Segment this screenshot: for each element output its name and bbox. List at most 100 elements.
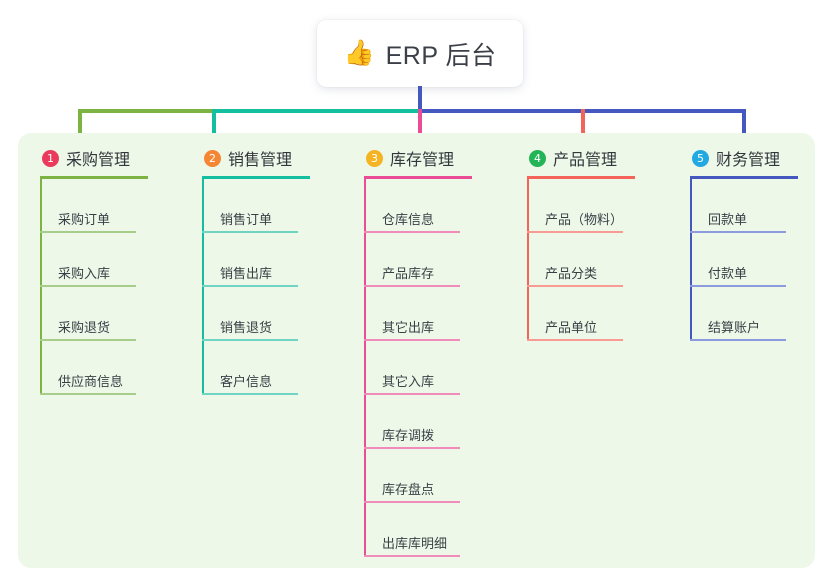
leaf-item[interactable]: 采购退货 <box>40 287 200 341</box>
branch-spine <box>40 179 42 395</box>
leaf-item-label: 采购订单 <box>58 212 111 227</box>
branch-drop-5 <box>742 109 746 145</box>
leaf-item-underline <box>527 231 623 233</box>
branch-number-badge: 3 <box>366 149 383 167</box>
leaf-item-underline <box>202 285 298 287</box>
leaf-item[interactable]: 销售退货 <box>202 287 362 341</box>
leaf-item-label: 仓库信息 <box>382 212 435 227</box>
leaf-item[interactable]: 其它入库 <box>364 341 524 395</box>
branch-number-badge: 2 <box>204 149 221 167</box>
leaf-item[interactable]: 库存调拨 <box>364 395 524 449</box>
branch-number-badge: 5 <box>692 149 709 167</box>
leaf-item-underline <box>527 285 623 287</box>
leaf-item-underline <box>202 339 298 341</box>
branch-drop-1 <box>78 109 82 145</box>
leaf-item-label: 产品库存 <box>382 266 435 281</box>
leaf-item-underline <box>364 393 460 395</box>
leaf-item[interactable]: 销售订单 <box>202 179 362 233</box>
leaf-item[interactable]: 仓库信息 <box>364 179 524 233</box>
leaf-item-underline <box>364 447 460 449</box>
leaf-item-underline <box>40 231 136 233</box>
branch-underline <box>527 176 635 179</box>
branch-title: 库存管理 <box>390 152 455 169</box>
branch-column-2: 2 销售管理销售订单销售出库销售退货客户信息 <box>202 145 362 395</box>
branch-underline <box>40 176 148 179</box>
leaf-item[interactable]: 采购订单 <box>40 179 200 233</box>
leaf-item-label: 其它出库 <box>382 320 435 335</box>
branch-number-badge: 4 <box>529 149 546 167</box>
leaf-item-underline <box>364 231 460 233</box>
branch-spine <box>364 179 366 557</box>
branch-leaf-list: 回款单付款单结算账户 <box>690 179 839 341</box>
branch-leaf-list: 产品（物料） 产品分类产品单位 <box>527 179 687 341</box>
leaf-item-underline <box>527 339 623 341</box>
root-stem-connector <box>418 86 422 112</box>
branch-column-4: 4 产品管理产品（物料） 产品分类产品单位 <box>527 145 687 341</box>
branch-spine <box>202 179 204 395</box>
branch-header-4[interactable]: 4 产品管理 <box>527 145 687 171</box>
leaf-item[interactable]: 付款单 <box>690 233 839 287</box>
branch-header-2[interactable]: 2 销售管理 <box>202 145 362 171</box>
leaf-item[interactable]: 回款单 <box>690 179 839 233</box>
root-node-title: ERP 后台 <box>385 41 497 70</box>
leaf-item-underline <box>364 501 460 503</box>
bus-segment-teal <box>212 109 420 113</box>
leaf-item-underline <box>690 285 786 287</box>
leaf-item-label: 产品分类 <box>545 266 598 281</box>
leaf-item[interactable]: 出库库明细 <box>364 503 524 557</box>
branch-spine <box>690 179 692 341</box>
leaf-item-underline <box>364 339 460 341</box>
branch-leaf-list: 采购订单采购入库采购退货供应商信息 <box>40 179 200 395</box>
branch-leaf-list: 仓库信息产品库存其它出库其它入库库存调拨库存盘点出库库明细 <box>364 179 524 557</box>
branch-title: 财务管理 <box>716 152 781 169</box>
branch-leaf-list: 销售订单销售出库销售退货客户信息 <box>202 179 362 395</box>
branch-header-1[interactable]: 1 采购管理 <box>40 145 200 171</box>
root-node[interactable]: 👍 ERP 后台 <box>317 20 523 87</box>
branch-header-5[interactable]: 5 财务管理 <box>690 145 839 171</box>
branch-drop-3 <box>418 109 422 145</box>
leaf-item[interactable]: 产品分类 <box>527 233 687 287</box>
leaf-item-underline <box>364 285 460 287</box>
leaf-item[interactable]: 采购入库 <box>40 233 200 287</box>
leaf-item-label: 供应商信息 <box>58 374 124 389</box>
bus-segment-green <box>78 109 214 113</box>
branch-header-3[interactable]: 3 库存管理 <box>364 145 524 171</box>
leaf-item-underline <box>364 555 460 557</box>
leaf-item-underline <box>202 393 298 395</box>
branch-underline <box>690 176 798 179</box>
leaf-item-label: 产品单位 <box>545 320 598 335</box>
branch-column-3: 3 库存管理仓库信息产品库存其它出库其它入库库存调拨库存盘点出库库明细 <box>364 145 524 557</box>
leaf-item-underline <box>40 393 136 395</box>
branch-column-1: 1 采购管理采购订单采购入库采购退货供应商信息 <box>40 145 200 395</box>
branch-title: 销售管理 <box>228 152 293 169</box>
branch-number-badge: 1 <box>42 149 59 167</box>
leaf-item-underline <box>202 231 298 233</box>
branch-drop-4 <box>581 109 585 145</box>
branch-underline <box>202 176 310 179</box>
branch-column-5: 5 财务管理回款单付款单结算账户 <box>690 145 839 341</box>
leaf-item-label: 其它入库 <box>382 374 435 389</box>
leaf-item-label: 销售订单 <box>220 212 273 227</box>
leaf-item[interactable]: 供应商信息 <box>40 341 200 395</box>
leaf-item[interactable]: 销售出库 <box>202 233 362 287</box>
leaf-item[interactable]: 结算账户 <box>690 287 839 341</box>
leaf-item-underline <box>40 339 136 341</box>
leaf-item-label: 采购入库 <box>58 266 111 281</box>
branch-underline <box>364 176 472 179</box>
leaf-item[interactable]: 产品（物料） <box>527 179 687 233</box>
leaf-item[interactable]: 客户信息 <box>202 341 362 395</box>
branch-spine <box>527 179 529 341</box>
branches-panel <box>18 133 815 568</box>
leaf-item[interactable]: 其它出库 <box>364 287 524 341</box>
leaf-item-label: 库存盘点 <box>382 482 435 497</box>
leaf-item-label: 付款单 <box>708 266 748 281</box>
leaf-item[interactable]: 产品单位 <box>527 287 687 341</box>
leaf-item-label: 产品（物料） <box>545 212 624 227</box>
leaf-item-underline <box>690 231 786 233</box>
leaf-item[interactable]: 库存盘点 <box>364 449 524 503</box>
leaf-item-label: 采购退货 <box>58 320 111 335</box>
branch-title: 产品管理 <box>553 152 618 169</box>
branch-title: 采购管理 <box>66 152 131 169</box>
leaf-item[interactable]: 产品库存 <box>364 233 524 287</box>
